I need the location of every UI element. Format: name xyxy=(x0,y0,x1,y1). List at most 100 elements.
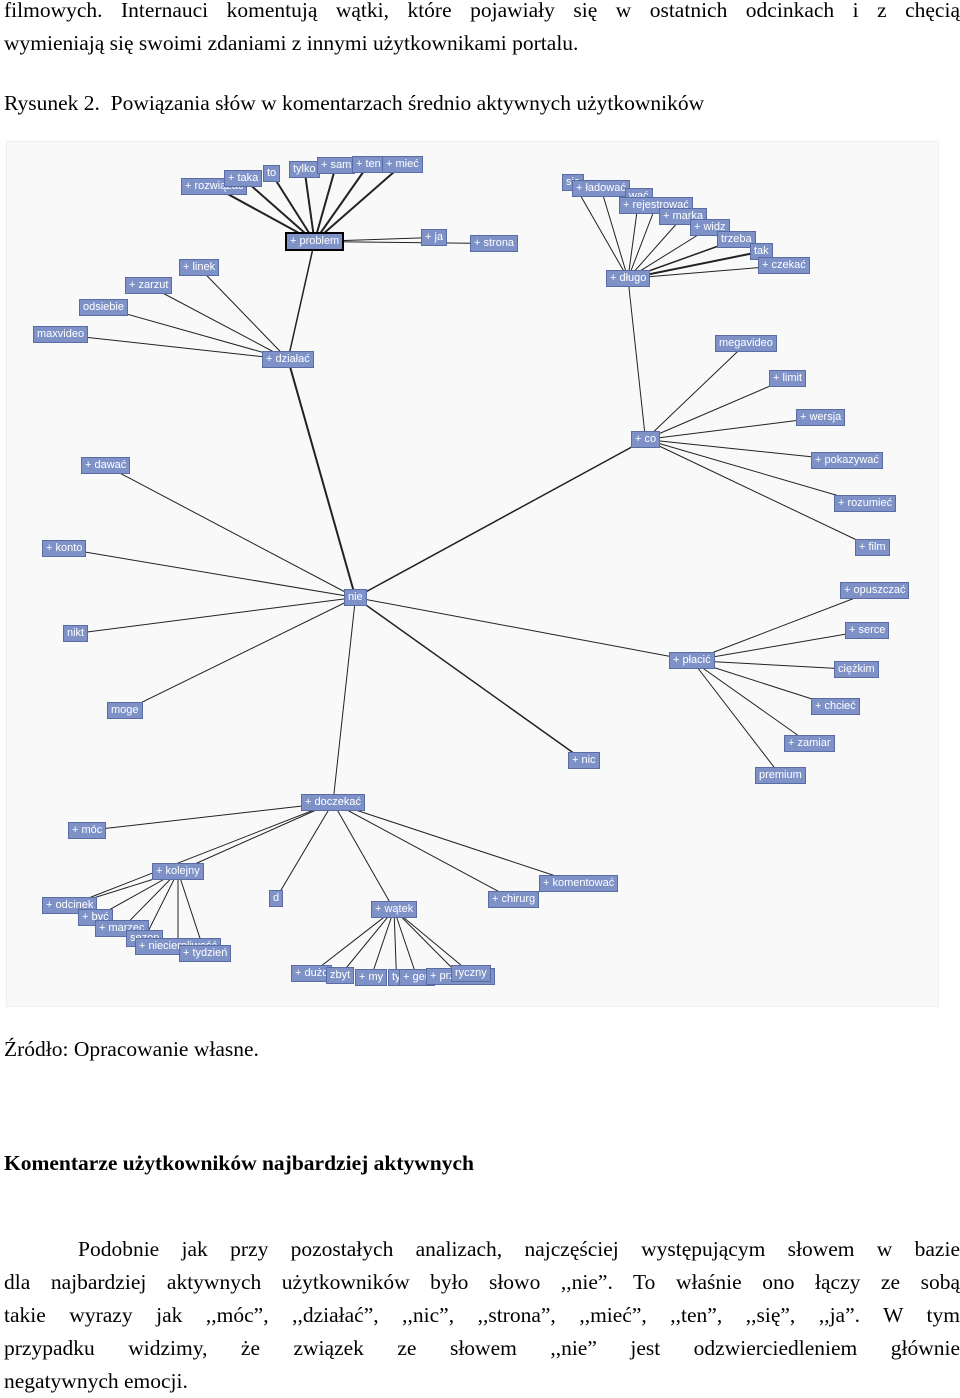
graph-edge-placic-ciezkim xyxy=(691,660,857,670)
graph-node-tylko[interactable]: tylko xyxy=(289,161,320,178)
graph-edge-dzialac-odsiebie xyxy=(103,307,289,360)
graph-node-nic[interactable]: + nic xyxy=(568,752,600,769)
figure-source: Źródło: Opracowanie własne. xyxy=(4,1037,259,1061)
graph-node-moc[interactable]: + móc xyxy=(68,822,107,839)
graph-node-my[interactable]: + my xyxy=(355,969,388,986)
graph-edge-problem-tylko xyxy=(303,169,316,242)
graph-node-trzeba[interactable]: trzeba xyxy=(717,231,756,248)
graph-node-serce[interactable]: + serce xyxy=(845,622,890,639)
graph-edge-dlugo-co xyxy=(627,278,646,440)
graph-edge-placic-premium xyxy=(691,660,781,776)
intro-line-1: filmowych. Internauci komentują wątki, k… xyxy=(4,0,960,22)
graph-node-ja[interactable]: + ja xyxy=(421,229,448,246)
graph-edge-watek-ty xyxy=(393,909,397,978)
graph-edge-placic-zamiar xyxy=(691,660,810,744)
graph-node-wersja[interactable]: + wersja xyxy=(796,409,846,426)
graph-edge-problem-to xyxy=(270,172,316,243)
graph-node-konto[interactable]: + konto xyxy=(42,540,87,557)
paragraph-line-3: takie wyrazy jak ,,móc”, ,,działać”, ,,n… xyxy=(4,1303,960,1327)
graph-node-watek[interactable]: + wątek xyxy=(371,901,418,918)
graph-node-ryczny[interactable]: ryczny xyxy=(451,965,491,982)
graph-edge-co-nie xyxy=(355,438,646,599)
graph-node-chciec[interactable]: + chcieć xyxy=(811,698,860,715)
graph-node-sam[interactable]: + sam xyxy=(317,157,356,174)
graph-node-tydzien[interactable]: + tydzień xyxy=(179,945,232,962)
graph-node-ten[interactable]: + ten xyxy=(352,156,385,173)
graph-node-odsiebie[interactable]: odsiebie xyxy=(79,299,128,316)
figure-caption: Rysunek 2. Powiązania słów w komentarzac… xyxy=(4,91,705,115)
graph-edges xyxy=(60,163,875,978)
graph-node-moge[interactable]: moge xyxy=(107,702,143,719)
graph-node-pokazywac[interactable]: + pokazywać xyxy=(811,452,883,469)
graph-node-doczekac[interactable]: + doczekać xyxy=(301,794,365,811)
graph-edge-problem-strona xyxy=(314,241,495,244)
graph-node-zbyt[interactable]: zbyt xyxy=(326,967,355,984)
graph-node-dzialac[interactable]: + działać xyxy=(262,351,314,368)
graph-node-czekac[interactable]: + czekać xyxy=(758,257,810,274)
graph-edge-co-limit xyxy=(645,378,788,440)
graph-edge-problem-miec xyxy=(313,163,404,243)
graph-edge-co-megavideo xyxy=(645,343,747,440)
graph-node-premium[interactable]: premium xyxy=(755,767,806,784)
graph-edge-dzialac-linek xyxy=(198,267,289,360)
graph-node-film[interactable]: + film xyxy=(855,539,890,556)
graph-node-duzo[interactable]: + dużo xyxy=(291,965,333,982)
graph-node-ladowac[interactable]: + ładować xyxy=(572,180,630,197)
graph-edge-problem-taka xyxy=(242,177,316,243)
graph-edge-nie-nic xyxy=(355,596,585,762)
graph-node-opuszczac[interactable]: + opuszczać xyxy=(840,582,910,599)
graph-edge-watek-ryczny xyxy=(393,909,472,974)
graph-edge-dlugo-sie xyxy=(572,182,629,279)
graph-edge-watek-duzo xyxy=(311,909,395,974)
graph-node-miec[interactable]: + mieć xyxy=(382,156,423,173)
graph-node-megavideo[interactable]: megavideo xyxy=(715,335,777,352)
graph-edge-dzialac-problem xyxy=(287,241,316,360)
graph-node-zarzut[interactable]: + zarzut xyxy=(125,277,173,294)
graph-node-d[interactable]: d xyxy=(269,890,284,907)
graph-node-zamiar[interactable]: + zamiar xyxy=(784,735,835,752)
graph-node-dlugo[interactable]: + długo xyxy=(606,270,651,287)
graph-node-rozumiec[interactable]: + rozumieć xyxy=(834,495,897,512)
graph-edge-doczekac-chirurg xyxy=(332,802,514,900)
graph-node-strona[interactable]: + strona xyxy=(470,235,519,252)
paragraph-line-4: przypadku widzimy, że związek ze słowem … xyxy=(4,1336,960,1360)
graph-edge-dlugo-rejestrowac xyxy=(627,205,657,279)
graph-edge-watek-gen xyxy=(393,909,418,978)
graph-edge-co-wersja xyxy=(645,417,821,440)
graph-node-dawac[interactable]: + dawać xyxy=(81,457,131,474)
graph-edge-problem-sam xyxy=(313,165,337,242)
graph-node-placic[interactable]: + płacić xyxy=(669,652,715,669)
intro-paragraph: filmowych. Internauci komentują wątki, k… xyxy=(4,0,960,60)
graph-node-nie[interactable]: nie xyxy=(344,589,367,606)
graph-node-komentowac[interactable]: + komentować xyxy=(539,875,619,892)
graph-edge-placic-opuszczac xyxy=(691,590,875,661)
graph-node-linek[interactable]: + linek xyxy=(179,259,220,276)
graph-node-taka[interactable]: + taka xyxy=(224,170,263,187)
graph-edge-dlugo-marka xyxy=(627,216,684,279)
graph-node-problem[interactable]: + problem xyxy=(285,232,345,251)
graph-node-chirurg[interactable]: + chirurg xyxy=(488,891,540,908)
section-heading: Komentarze użytkowników najbardziej akty… xyxy=(4,1151,474,1175)
graph-node-nikt[interactable]: nikt xyxy=(63,625,89,642)
body-paragraph: Podobnie jak przy pozostałych analizach,… xyxy=(4,1233,960,1398)
graph-edge-watek-my xyxy=(370,909,395,978)
paragraph-line-5: negatywnych emocji. xyxy=(4,1369,188,1393)
graph-node-to[interactable]: to xyxy=(263,165,281,182)
graph-node-maxvideo[interactable]: maxvideo xyxy=(33,326,89,343)
graph-edge-doczekac-d xyxy=(275,802,334,899)
graph-edge-doczekac-odcinek xyxy=(69,802,334,906)
graph-edge-nie-placic xyxy=(355,597,693,661)
graph-edge-co-rozumiec xyxy=(645,439,866,504)
graph-node-ciezkim[interactable]: ciężkim xyxy=(834,661,879,678)
graph-edge-nie-nikt xyxy=(75,597,356,634)
graph-edge-nie-dawac xyxy=(105,465,356,598)
graph-edge-dzialac-zarzut xyxy=(148,285,289,360)
graph-edge-co-film xyxy=(645,439,873,548)
graph-node-kolejny[interactable]: + kolejny xyxy=(152,863,204,880)
graph-edge-watek-przyzwoity xyxy=(393,909,461,977)
graph-node-co[interactable]: + co xyxy=(631,431,661,448)
graph-edge-nie-moge xyxy=(124,597,356,711)
graph-edge-doczekac-kolejny xyxy=(177,802,334,872)
graph-node-limit[interactable]: + limit xyxy=(769,370,807,387)
